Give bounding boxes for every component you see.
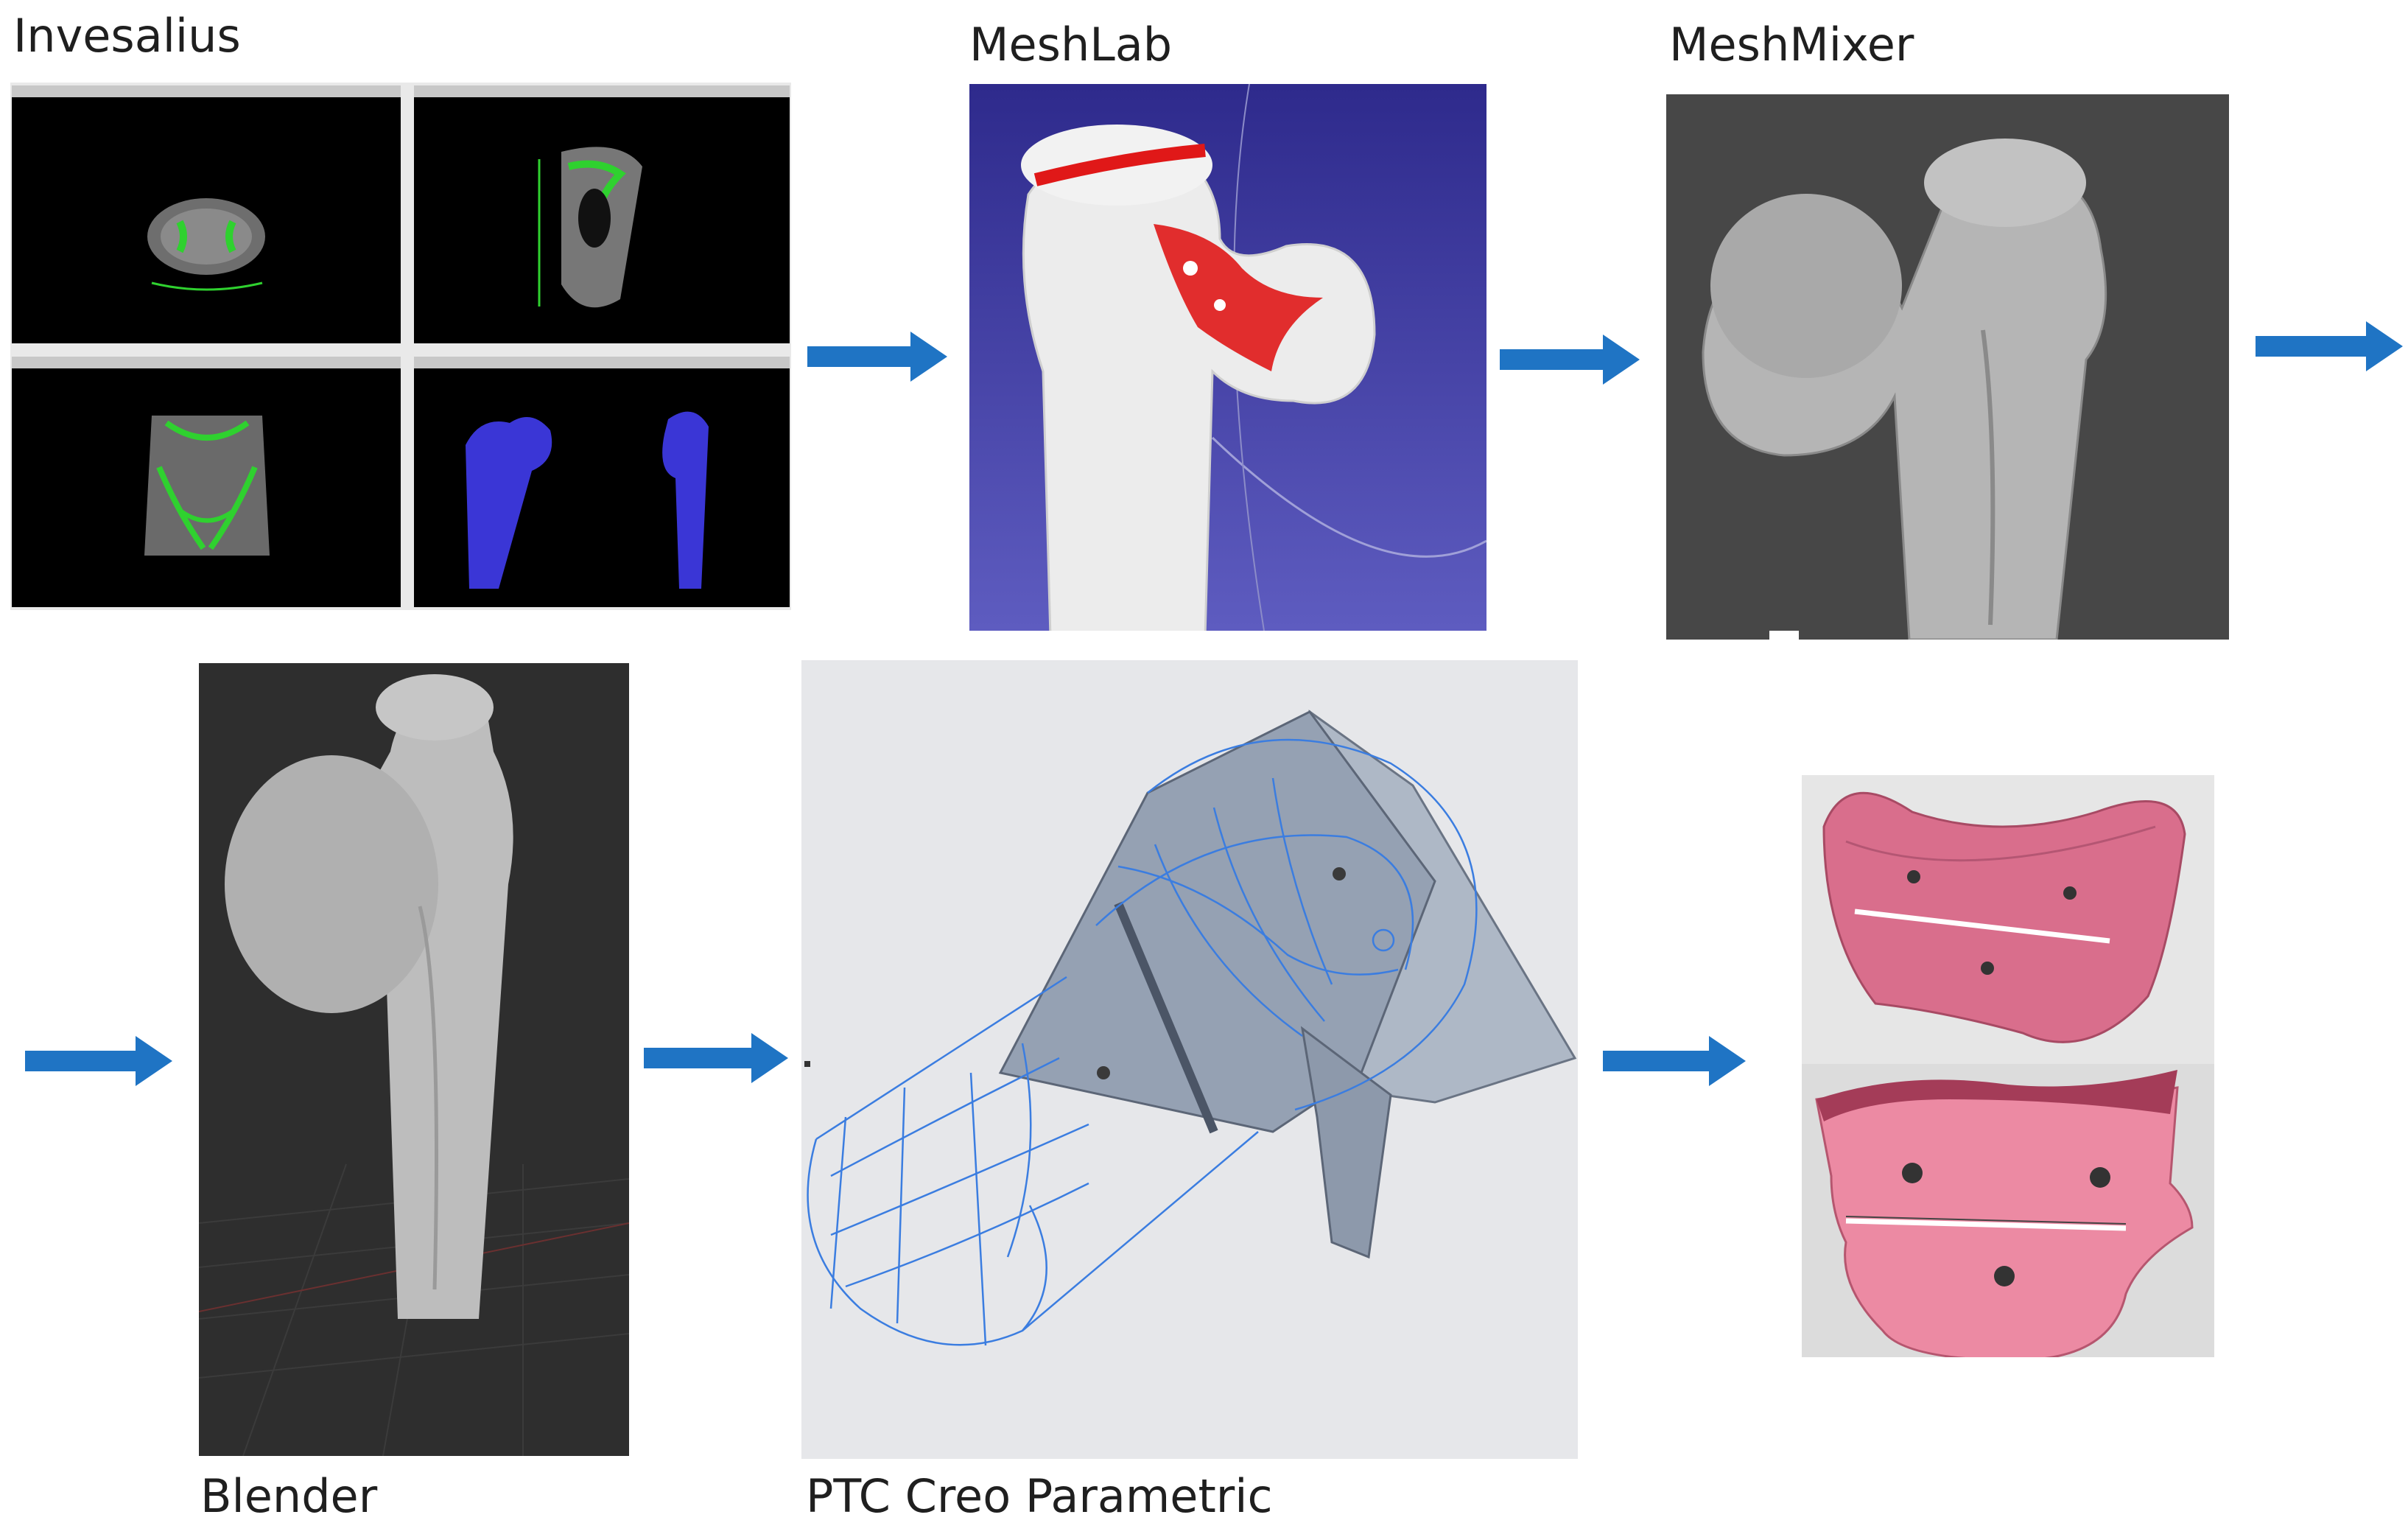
creo-label: PTC Creo Parametric bbox=[806, 1469, 1273, 1523]
meshmixer-screenshot bbox=[1666, 94, 2229, 640]
right-arrow-icon bbox=[2256, 321, 2403, 371]
ct-3d-model-view bbox=[414, 357, 790, 607]
meshlab-label: MeshLab bbox=[969, 18, 1173, 71]
blender-label: Blender bbox=[200, 1469, 378, 1523]
right-arrow-icon bbox=[644, 1033, 788, 1083]
ct-coronal-view bbox=[12, 357, 401, 607]
blender-screenshot bbox=[199, 663, 629, 1456]
ct-axial-view bbox=[12, 85, 401, 343]
invesalius-screenshot bbox=[10, 83, 791, 610]
right-arrow-icon bbox=[25, 1036, 172, 1086]
meshlab-screenshot bbox=[969, 84, 1486, 631]
right-arrow-icon bbox=[1500, 335, 1640, 385]
meshmixer-label: MeshMixer bbox=[1669, 18, 1914, 71]
right-arrow-icon bbox=[1603, 1036, 1746, 1086]
creo-screenshot bbox=[801, 660, 1578, 1459]
final-guide-renders bbox=[1802, 775, 2214, 1357]
ct-sagittal-view bbox=[414, 85, 790, 343]
right-arrow-icon bbox=[807, 332, 947, 382]
invesalius-label: Invesalius bbox=[13, 9, 241, 63]
